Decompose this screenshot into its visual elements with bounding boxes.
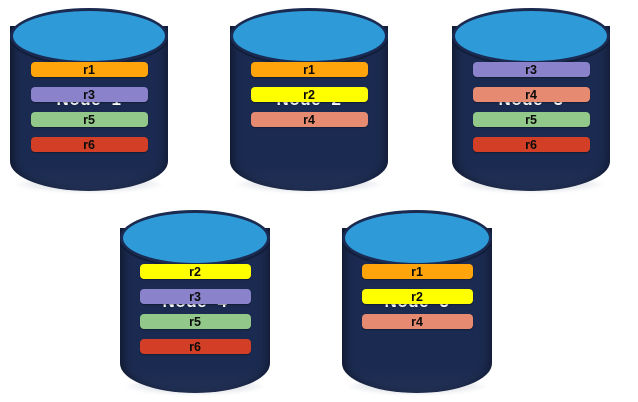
- replica-row: r2: [250, 87, 368, 102]
- cylinder-body: [342, 228, 492, 393]
- replica-row: r3: [30, 87, 148, 102]
- replica-row-label: r5: [189, 314, 201, 329]
- cylinder-top-ellipse: [452, 8, 610, 64]
- node-cylinder-3: Node 3r3r4r5r6: [452, 8, 610, 193]
- replica-row-label: r4: [411, 314, 423, 329]
- replica-row-label: r5: [83, 112, 95, 127]
- node-cylinder-5: Node 5r1r2r4: [342, 210, 492, 395]
- replica-row-list: r1 r2 r4: [230, 62, 388, 127]
- replica-row: r3: [472, 62, 590, 77]
- replica-row: r4: [361, 314, 473, 329]
- replica-row-label: r2: [411, 289, 423, 304]
- replica-row: r4: [250, 112, 368, 127]
- replica-row: r1: [30, 62, 148, 77]
- replica-row-label: r3: [83, 87, 95, 102]
- replica-row: r5: [139, 314, 251, 329]
- replica-row-label: r5: [525, 112, 537, 127]
- replica-row: r5: [472, 112, 590, 127]
- replica-row-label: r4: [303, 112, 315, 127]
- replica-row: r6: [30, 137, 148, 152]
- node-cylinder-4: Node 4r2r3r5r6: [120, 210, 270, 395]
- cylinder-top-ellipse: [10, 8, 168, 64]
- node-cylinder-1: Node 1r1r3r5r6: [10, 8, 168, 193]
- replica-row: r5: [30, 112, 148, 127]
- replica-row: r6: [139, 339, 251, 354]
- replica-row-label: r2: [303, 87, 315, 102]
- replica-row-label: r6: [189, 339, 201, 354]
- replica-row-label: r6: [83, 137, 95, 152]
- replica-row: r2: [361, 289, 473, 304]
- replica-row-label: r1: [411, 264, 423, 279]
- replica-row-label: r1: [303, 62, 315, 77]
- cylinder-top-ellipse: [342, 210, 492, 266]
- replica-row-list: r1 r3 r5 r6: [10, 62, 168, 152]
- replica-row-label: r2: [189, 264, 201, 279]
- cylinder-top-ellipse: [120, 210, 270, 266]
- replica-row-label: r1: [83, 62, 95, 77]
- replica-row-list: r2 r3 r5 r6: [120, 264, 270, 354]
- replica-row-label: r3: [525, 62, 537, 77]
- replica-row-label: r3: [189, 289, 201, 304]
- cylinder-top-ellipse: [230, 8, 388, 64]
- replica-row: r3: [139, 289, 251, 304]
- replica-row-label: r4: [525, 87, 537, 102]
- replica-row: r6: [472, 137, 590, 152]
- replica-row-list: r1 r2 r4: [342, 264, 492, 329]
- replica-row: r1: [250, 62, 368, 77]
- replica-row-list: r3 r4 r5 r6: [452, 62, 610, 152]
- replica-row: r2: [139, 264, 251, 279]
- replica-row: r1: [361, 264, 473, 279]
- replica-row-label: r6: [525, 137, 537, 152]
- node-cylinder-2: Node 2r1r2r4: [230, 8, 388, 193]
- replica-row: r4: [472, 87, 590, 102]
